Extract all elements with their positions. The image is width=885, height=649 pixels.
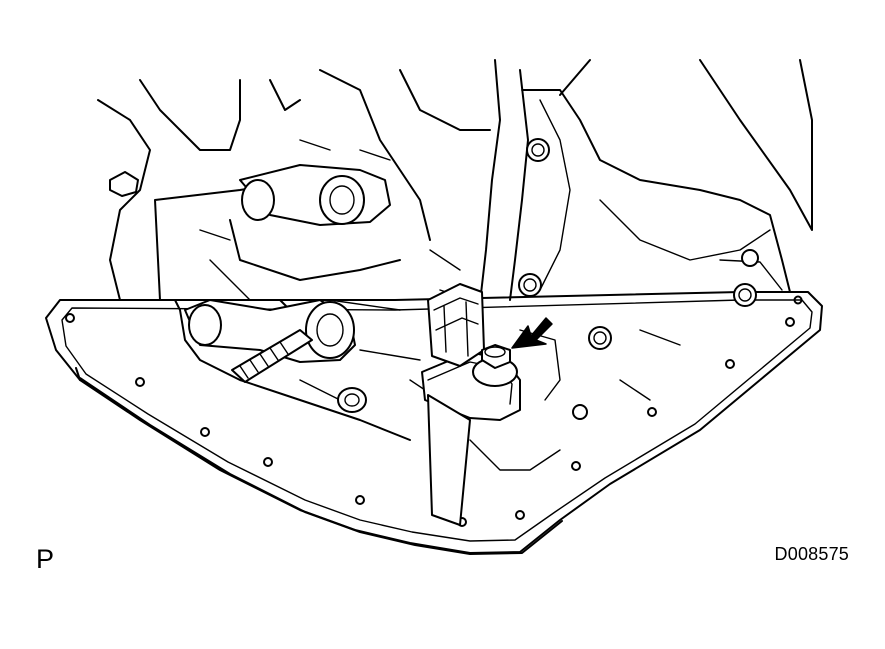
arrow-icon [511, 317, 553, 349]
oil-pan-lip [75, 367, 563, 555]
case-mount-boss [109, 171, 139, 197]
bolt-icon [472, 344, 518, 387]
case-bolts [518, 138, 759, 420]
speed-sensor [421, 283, 521, 526]
figure-code: D008575 [774, 544, 849, 564]
view-label: P [36, 544, 55, 574]
sensor-body [427, 394, 471, 526]
case-small-bolt [337, 387, 367, 413]
valve-body-block [154, 179, 411, 441]
case-rib-right [539, 99, 783, 291]
upper-solenoid [239, 164, 391, 226]
case-detail-center [469, 329, 681, 471]
sensor-connector [427, 283, 485, 367]
case-left-outline [97, 69, 491, 301]
lower-solenoid [184, 299, 356, 383]
case-housing-right [469, 59, 813, 351]
flange-bolt-holes [65, 295, 803, 527]
